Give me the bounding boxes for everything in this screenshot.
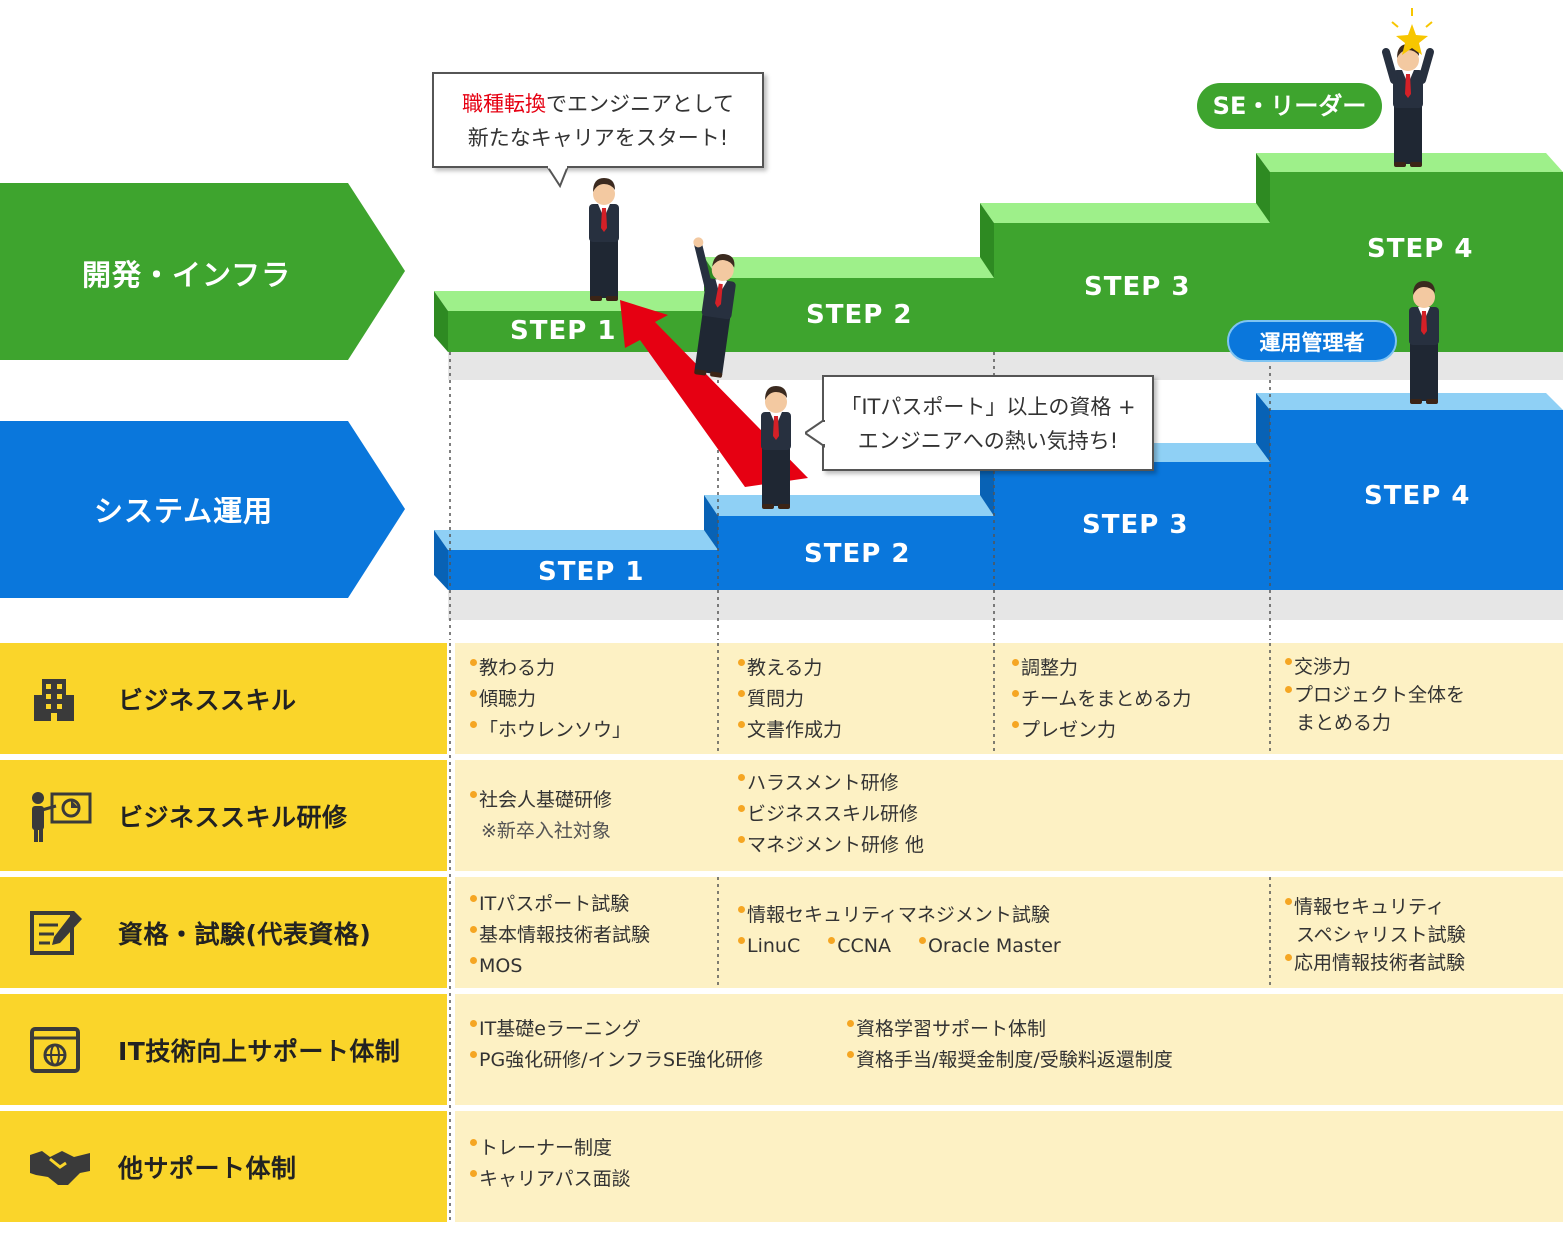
career-stairs-diagram — [0, 8, 1563, 640]
ops-step-4: STEP 4 — [1364, 481, 1471, 511]
list-item: まとめる力 — [1296, 712, 1392, 734]
row-label-text: ビジネススキル研修 — [118, 802, 348, 832]
list-item: 教わる力 — [470, 653, 631, 684]
dev-step-3: STEP 3 — [1084, 272, 1191, 302]
dev-step-2: STEP 2 — [806, 300, 913, 330]
start-bubble-highlight: 職種転換 — [462, 92, 547, 116]
cell-certifications-3: 情報セキュリティ スペシャリスト試験 応用情報技術者試験 — [1285, 893, 1466, 977]
table-column-guides — [449, 643, 1271, 1223]
list-item: トレーナー制度 — [470, 1133, 631, 1164]
list-item: 資格学習サポート体制 — [847, 1014, 1173, 1045]
dev-step-1: STEP 1 — [510, 316, 617, 346]
list-item: 文書作成力 — [738, 715, 842, 746]
cell-business-skill-3: 調整力 チームをまとめる力 プレゼン力 — [1012, 653, 1191, 746]
ops-step-3: STEP 3 — [1082, 510, 1189, 540]
person-manager-icon — [1409, 281, 1439, 404]
star-icon — [1396, 24, 1428, 55]
list-item: ハラスメント研修 — [738, 768, 924, 799]
building-icon — [34, 678, 74, 721]
web-window-icon — [30, 1026, 80, 1073]
cell-other-support-1: トレーナー制度 キャリアパス面談 — [470, 1133, 631, 1195]
row-label-text: IT技術向上サポート体制 — [118, 1036, 401, 1066]
list-item: マネジメント研修 他 — [738, 830, 924, 861]
note-text: ※新卒入社対象 — [481, 820, 611, 842]
row-body-certifications: ITパスポート試験 基本情報技術者試験 MOS 情報セキュリティマネジメント試験… — [455, 877, 1563, 988]
list-item: 傾聴力 — [470, 684, 631, 715]
list-item: 応用情報技術者試験 — [1285, 949, 1466, 977]
list-item: 質問力 — [738, 684, 842, 715]
se-leader-badge: SE・リーダー — [1197, 83, 1382, 129]
list-item: 教える力 — [738, 653, 842, 684]
cell-skill-training-2: ハラスメント研修 ビジネススキル研修 マネジメント研修 他 — [738, 768, 924, 861]
row-label-skill-training: ビジネススキル研修 — [0, 760, 447, 871]
row-body-it-support: IT基礎eラーニング PG強化研修/インフラSE強化研修 資格学習サポート体制 … — [455, 994, 1563, 1105]
row-body-business-skill: 教わる力 傾聴力 「ホウレンソウ」 教える力 質問力 文書作成力 調整力 チーム… — [455, 643, 1563, 754]
row-label-certifications: 資格・試験(代表資格) — [0, 877, 447, 988]
list-item: スペシャリスト試験 — [1296, 924, 1466, 946]
row-label-text: 資格・試験(代表資格) — [118, 919, 372, 949]
ops-step-2: STEP 2 — [804, 539, 911, 569]
start-speech-bubble: 職種転換でエンジニアとして 新たなキャリアをスタート! — [432, 72, 764, 168]
ops-track-label: システム運用 — [94, 494, 274, 528]
req-bubble-tail — [805, 420, 825, 448]
dev-track-arrow — [0, 183, 405, 360]
row-body-skill-training: 社会人基礎研修 ※新卒入社対象 ハラスメント研修 ビジネススキル研修 マネジメン… — [455, 760, 1563, 871]
list-item: 情報セキュリティ — [1285, 893, 1466, 921]
requirement-speech-bubble: 「ITパスポート」以上の資格 + エンジニアへの熱い気持ち! — [822, 375, 1154, 471]
list-item: 資格手当/報奨金制度/受験料返還制度 — [847, 1045, 1173, 1076]
cell-certifications-1: ITパスポート試験 基本情報技術者試験 MOS — [470, 889, 650, 982]
list-item: 情報セキュリティマネジメント試験 — [738, 900, 1061, 931]
row-label-text: 他サポート体制 — [118, 1153, 297, 1183]
req-bubble-line1: 「ITパスポート」以上の資格 + — [840, 395, 1136, 419]
handshake-icon — [30, 1150, 90, 1185]
start-bubble-line2: 新たなキャリアをスタート! — [467, 126, 729, 150]
presentation-icon — [32, 791, 92, 842]
person-jumping-icon — [693, 237, 740, 379]
list-item: プレゼン力 — [1012, 715, 1191, 746]
list-item: IT基礎eラーニング — [470, 1014, 763, 1045]
ops-manager-badge: 運用管理者 — [1227, 320, 1397, 362]
ops-step-1: STEP 1 — [538, 557, 645, 587]
person-leader-icon — [1382, 44, 1434, 167]
row-label-it-support: IT技術向上サポート体制 — [0, 994, 447, 1105]
dev-track-label: 開発・インフラ — [82, 258, 292, 292]
row-label-business-skill: ビジネススキル — [0, 643, 447, 754]
list-item: プロジェクト全体を — [1285, 681, 1465, 709]
row-label-other-support: 他サポート体制 — [0, 1111, 447, 1222]
certificate-edit-icon — [30, 910, 82, 955]
list-item: ビジネススキル研修 — [738, 799, 924, 830]
cell-business-skill-4: 交渉力 プロジェクト全体を まとめる力 — [1285, 653, 1465, 737]
person-start-icon — [589, 178, 619, 301]
list-item: ITパスポート試験 — [470, 889, 650, 920]
list-item: 社会人基礎研修 — [470, 785, 612, 816]
person-ops-icon — [761, 386, 791, 509]
start-bubble-text: でエンジニアとして — [546, 92, 734, 116]
list-item: 「ホウレンソウ」 — [470, 715, 631, 746]
ops-track-arrow — [0, 421, 405, 598]
list-item: PG強化研修/インフラSE強化研修 — [470, 1045, 763, 1076]
cell-it-support-2: 資格学習サポート体制 資格手当/報奨金制度/受験料返還制度 — [847, 1014, 1173, 1076]
req-bubble-line2: エンジニアへの熱い気持ち! — [857, 429, 1119, 453]
start-bubble-tail — [546, 166, 570, 188]
list-item: チームをまとめる力 — [1012, 684, 1191, 715]
row-body-other-support: トレーナー制度 キャリアパス面談 — [455, 1111, 1563, 1222]
list-item: 基本情報技術者試験 — [470, 920, 650, 951]
cell-skill-training-1: 社会人基礎研修 ※新卒入社対象 — [470, 785, 612, 847]
list-item: キャリアパス面談 — [470, 1164, 631, 1195]
cell-business-skill-1: 教わる力 傾聴力 「ホウレンソウ」 — [470, 653, 631, 746]
column-guides — [449, 352, 1271, 640]
cell-it-support-1: IT基礎eラーニング PG強化研修/インフラSE強化研修 — [470, 1014, 763, 1076]
list-item: 調整力 — [1012, 653, 1191, 684]
sparkle-icon — [1391, 8, 1433, 28]
dev-step-4: STEP 4 — [1367, 234, 1474, 264]
cell-business-skill-2: 教える力 質問力 文書作成力 — [738, 653, 842, 746]
list-item: MOS — [470, 951, 650, 982]
list-item: 交渉力 — [1285, 653, 1465, 681]
row-label-text: ビジネススキル — [118, 685, 297, 715]
